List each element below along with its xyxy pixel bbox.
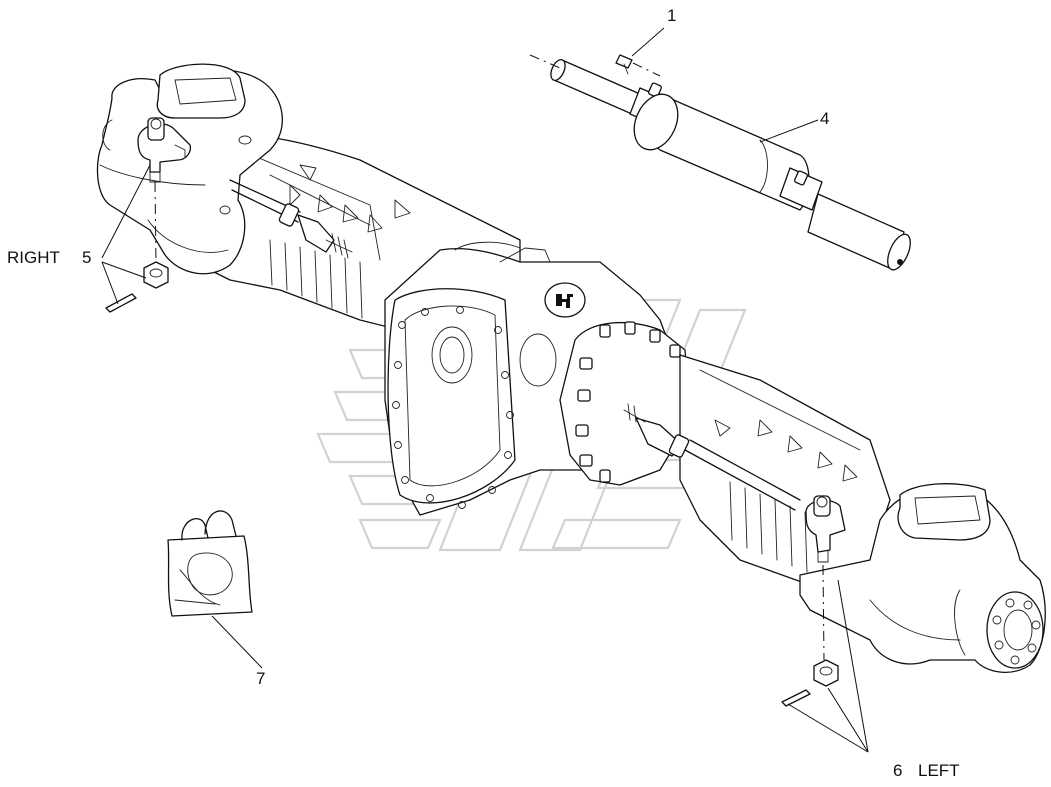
callout-part-6: 6 — [893, 761, 902, 780]
callout-part-5: 5 — [82, 248, 91, 267]
callout-part-7: 7 — [256, 669, 265, 688]
logo-badge-icon — [556, 294, 573, 308]
flange-bolts — [575, 321, 681, 483]
nut-icon — [813, 659, 839, 687]
parts-bag-icon — [167, 510, 253, 617]
tie-rod-end-left — [805, 495, 846, 661]
cotter-pin-icon — [105, 293, 137, 313]
steering-cylinder-icon — [529, 54, 911, 271]
tie-rod-left — [229, 179, 353, 259]
grease-fitting-icon — [615, 54, 661, 77]
tie-rod-right — [623, 403, 801, 511]
nut-icon — [143, 261, 169, 289]
callout-left-label: LEFT — [918, 761, 960, 780]
callout-part-1: 1 — [667, 6, 676, 25]
axle-housing-icon — [96, 63, 1046, 673]
leader-lines — [101, 27, 869, 753]
callout-part-4: 4 — [820, 109, 829, 128]
callout-right-label: RIGHT — [7, 248, 60, 267]
tie-rod-end-right — [137, 117, 192, 266]
cotter-pin-icon — [781, 689, 811, 707]
